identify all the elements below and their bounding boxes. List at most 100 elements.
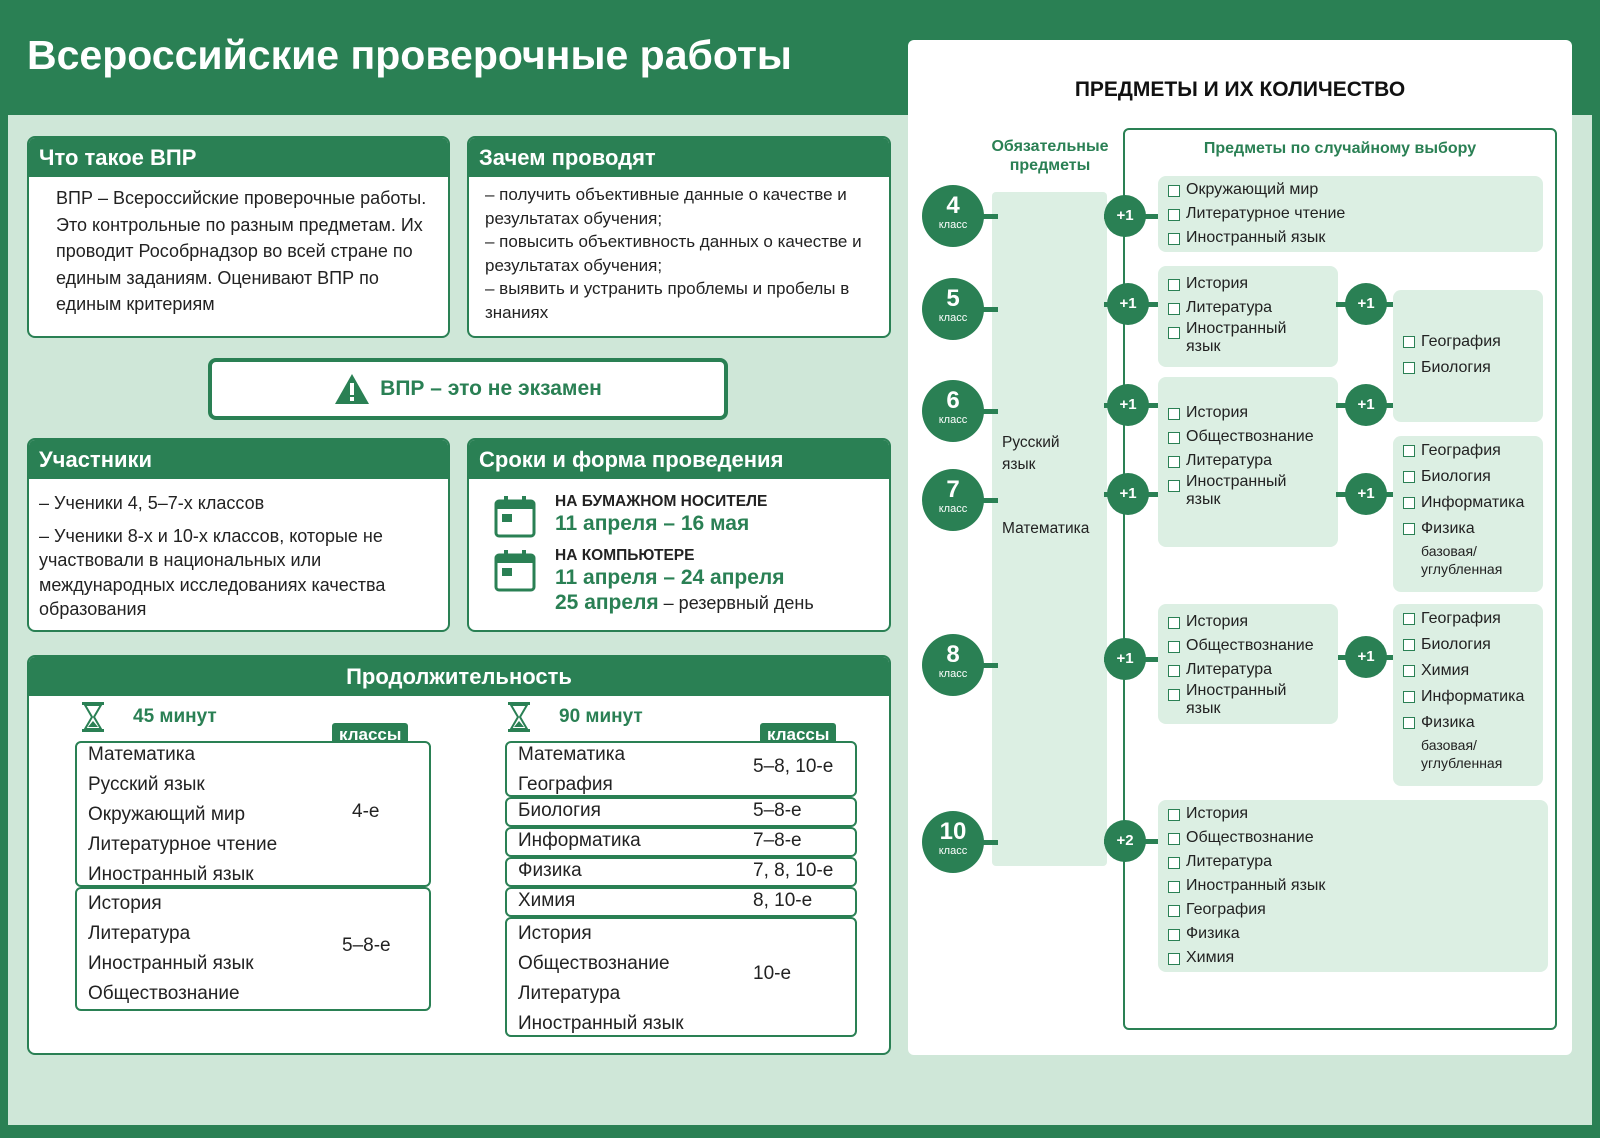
reserve-note: – резервный день bbox=[658, 593, 814, 613]
group-90-d: Физика 7, 8, 10-е bbox=[505, 857, 857, 887]
subject-item: Иностранный язык bbox=[1168, 874, 1538, 898]
subject: Физика bbox=[518, 860, 582, 881]
subject-item: Окружающий мир bbox=[1168, 178, 1533, 202]
subject-name: Физика bbox=[1421, 520, 1475, 537]
subject-item: Химия bbox=[1168, 946, 1538, 970]
group-90-f: История Обществознание Литература Иностр… bbox=[505, 917, 857, 1037]
subject-item: География bbox=[1168, 898, 1538, 922]
duration-card: Продолжительность 45 минут классы Матема… bbox=[27, 655, 891, 1055]
subject-item: География bbox=[1403, 606, 1533, 632]
subject-item: Химия bbox=[1403, 658, 1533, 684]
grade-number: 4 bbox=[946, 192, 960, 219]
why-title: Зачем проводят bbox=[469, 138, 889, 177]
subject-item: Обществознание bbox=[1168, 634, 1328, 658]
participants-title: Участники bbox=[29, 440, 448, 479]
subject-list: Математика Русский язык Окружающий мир Л… bbox=[88, 740, 277, 890]
hourglass-icon bbox=[508, 702, 530, 732]
connector bbox=[978, 307, 998, 312]
grade-value: 5–8-е bbox=[342, 935, 391, 956]
plus-badge: +1 bbox=[1107, 473, 1149, 515]
plus-badge: +1 bbox=[1345, 636, 1387, 678]
subject: Биология bbox=[518, 800, 601, 821]
random-box-8b: География Биология Химия Информатика Физ… bbox=[1393, 604, 1543, 786]
subject: Математика bbox=[518, 744, 626, 765]
grade-value: 7–8-е bbox=[753, 830, 802, 851]
subject: Обществознание bbox=[518, 953, 670, 974]
not-exam-text: ВПР – это не экзамен bbox=[380, 377, 602, 400]
why-list: – получить объективные данные о качестве… bbox=[469, 177, 889, 330]
subject-item: Литература bbox=[1168, 850, 1538, 874]
subject-item: Литература bbox=[1168, 449, 1328, 473]
group-90-a: Математика География 5–8, 10-е bbox=[505, 741, 857, 797]
physics-note: базовая/ углубленная bbox=[1421, 737, 1503, 771]
hourglass-icon bbox=[82, 702, 104, 732]
subject-item: Физика базовая/ углубленная bbox=[1403, 710, 1533, 772]
group-90-b: Биология 5–8-е bbox=[505, 797, 857, 827]
subject: Обществознание bbox=[88, 983, 240, 1004]
subject-name: Физика bbox=[1421, 714, 1475, 731]
grade-value: 8, 10-е bbox=[753, 890, 813, 911]
random-box-4: Окружающий мир Литературное чтение Иност… bbox=[1158, 176, 1543, 252]
subject-item: География bbox=[1403, 438, 1533, 464]
grade-word: класс bbox=[938, 668, 968, 680]
connector bbox=[978, 214, 998, 219]
subject-item: Физика bbox=[1168, 922, 1538, 946]
grade-word: класс bbox=[938, 414, 968, 426]
subject-item: Обществознание bbox=[1168, 826, 1538, 850]
time-45-label: 45 минут bbox=[133, 706, 217, 727]
grade-word: класс bbox=[938, 312, 968, 324]
paper-label: НА БУМАЖНОМ НОСИТЕЛЕ bbox=[555, 493, 768, 510]
page-title: Всероссийские проверочные работы bbox=[27, 32, 792, 78]
what-card: Что такое ВПР ВПР – Всероссийские провер… bbox=[27, 136, 450, 338]
why-item: – выявить и устранить проблемы и пробелы… bbox=[485, 279, 850, 322]
grade-value: 5–8-е bbox=[753, 800, 802, 821]
terms-body: НА БУМАЖНОМ НОСИТЕЛЕ 11 апреля – 16 мая … bbox=[469, 479, 889, 616]
time-90-label: 90 минут bbox=[559, 706, 643, 727]
subject-item: Биология bbox=[1403, 632, 1533, 658]
participants-list: – Ученики 4, 5–7-х классов – Ученики 8-х… bbox=[29, 479, 448, 630]
subject: История bbox=[88, 893, 162, 914]
grade-number: 6 bbox=[946, 387, 960, 414]
duration-title: Продолжительность bbox=[29, 657, 889, 696]
pc-label: НА КОМПЬЮТЕРЕ bbox=[555, 547, 695, 564]
reserve-date: 25 апреля bbox=[555, 591, 659, 614]
subjects-panel: ПРЕДМЕТЫ И ИХ КОЛИЧЕСТВО Обязательные пр… bbox=[908, 40, 1572, 1055]
connector bbox=[978, 409, 998, 414]
subject-item: Иностранный язык bbox=[1168, 226, 1533, 250]
subject-item: Литература bbox=[1168, 658, 1328, 682]
subject-list: История Литература Иностранный язык Обще… bbox=[88, 889, 254, 1009]
grade-number: 8 bbox=[946, 641, 960, 668]
term-paper: НА БУМАЖНОМ НОСИТЕЛЕ 11 апреля – 16 мая bbox=[493, 493, 889, 539]
subject: Иностранный язык bbox=[88, 953, 254, 974]
pc-dates: 11 апреля – 24 апреля bbox=[555, 566, 785, 589]
subject-item: История bbox=[1168, 610, 1328, 634]
subjects-title: ПРЕДМЕТЫ И ИХ КОЛИЧЕСТВО bbox=[1074, 78, 1406, 101]
time-45: 45 минут bbox=[81, 702, 217, 732]
not-exam-banner: ВПР – это не экзамен bbox=[208, 358, 728, 420]
subject: Математика bbox=[88, 744, 196, 765]
random-box-10: История Обществознание Литература Иностр… bbox=[1158, 800, 1548, 972]
random-frame bbox=[1123, 128, 1557, 1030]
subject: Литература bbox=[518, 983, 621, 1004]
why-item: – повысить объективность данных о качест… bbox=[485, 232, 862, 275]
subject-list: История Обществознание Литература Иностр… bbox=[518, 919, 684, 1039]
terms-title: Сроки и форма проведения bbox=[469, 440, 889, 479]
frame-left bbox=[0, 0, 8, 1138]
plus-badge: +1 bbox=[1107, 384, 1149, 426]
group-45-a: Математика Русский язык Окружающий мир Л… bbox=[75, 741, 431, 887]
subject-list: Математика География bbox=[518, 740, 625, 800]
reserve-line: 25 апреля – резервный день bbox=[555, 590, 814, 616]
grade-value: 4-е bbox=[352, 801, 380, 822]
connector bbox=[978, 840, 998, 845]
plus-badge: +1 bbox=[1345, 384, 1387, 426]
grade-number: 5 bbox=[946, 285, 960, 312]
random-title: Предметы по случайному выбору bbox=[1203, 140, 1477, 157]
group-90-e: Химия 8, 10-е bbox=[505, 887, 857, 917]
random-box-6-7: История Обществознание Литература Иностр… bbox=[1158, 377, 1338, 547]
